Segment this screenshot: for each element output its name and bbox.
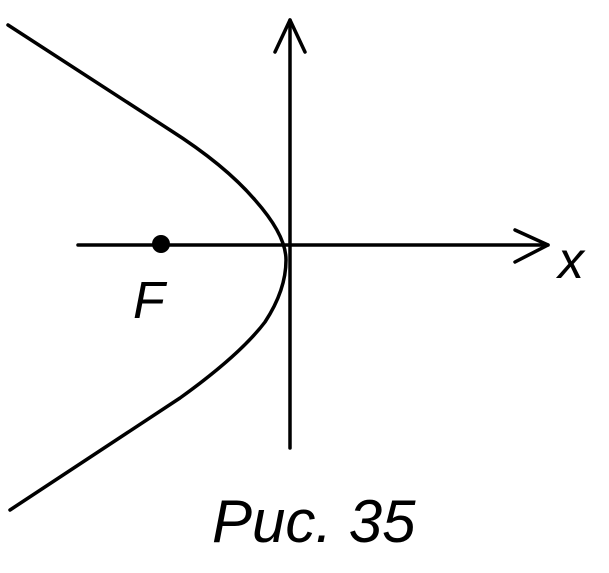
x-axis — [76, 228, 550, 264]
figure-caption: Рис. 35 — [212, 488, 416, 555]
y-axis — [273, 18, 307, 450]
x-axis-arrowhead — [513, 228, 550, 264]
x-axis-label: x — [555, 232, 586, 290]
y-axis-arrowhead — [273, 18, 307, 54]
focus-label: F — [133, 272, 168, 330]
parabola-curve — [6, 23, 288, 512]
focus-point — [152, 235, 170, 253]
